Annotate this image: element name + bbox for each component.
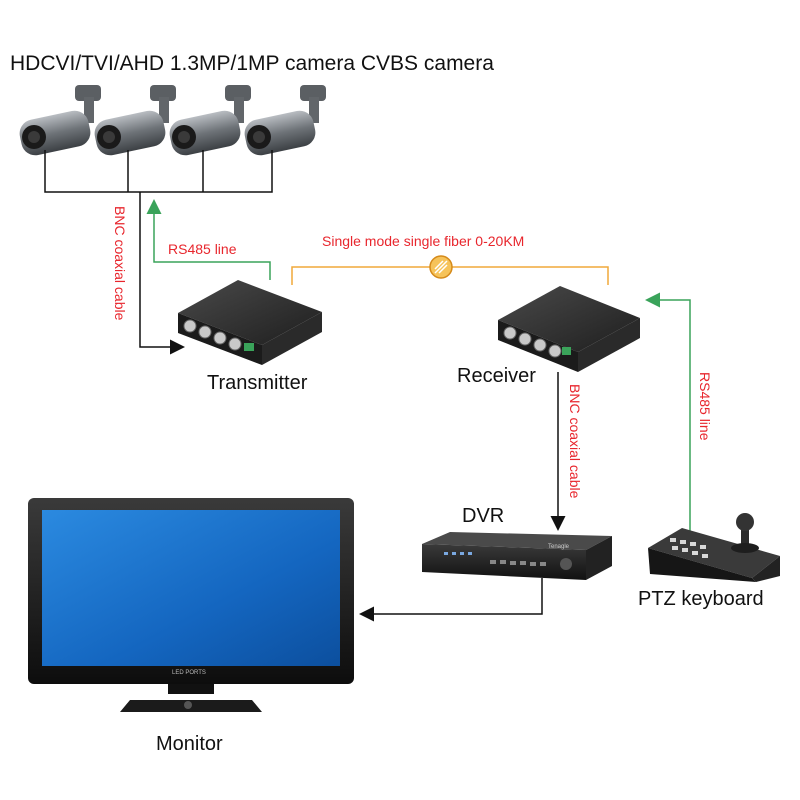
label-dvr: DVR <box>462 505 505 527</box>
monitor-device <box>28 498 354 712</box>
rs485-line-right <box>645 292 691 540</box>
label-monitor: Monitor <box>156 733 223 755</box>
rs485-line-left <box>146 199 271 280</box>
camera-4 <box>244 85 326 156</box>
dvr-device <box>422 532 612 580</box>
bnc-line-left <box>139 192 185 355</box>
camera-bus-lines <box>44 150 273 193</box>
camera-group <box>19 85 326 156</box>
camera-1 <box>19 85 101 156</box>
label-rs485-right: RS485 line <box>697 372 713 441</box>
fiber-icon <box>429 255 453 279</box>
label-ptz-keyboard: PTZ keyboard <box>638 588 764 610</box>
camera-2 <box>94 85 176 156</box>
video-line-monitor <box>359 578 543 622</box>
label-fiber: Single mode single fiber 0-20KM <box>322 233 525 249</box>
transmitter-device <box>178 280 322 365</box>
camera-3 <box>169 85 251 156</box>
label-transmitter: Transmitter <box>207 372 308 394</box>
label-receiver: Receiver <box>457 365 536 387</box>
diagram-title: HDCVI/TVI/AHD 1.3MP/1MP camera CVBS came… <box>10 52 494 75</box>
monitor-brand-label: LED PORTS <box>172 670 206 676</box>
receiver-device <box>498 286 640 372</box>
label-rs485-left: RS485 line <box>168 241 237 257</box>
dvr-brand-label: Tenagle <box>548 544 570 550</box>
label-bnc-left: BNC coaxial cable <box>112 206 128 321</box>
ptz-keyboard-device <box>648 513 780 582</box>
label-bnc-right: BNC coaxial cable <box>567 384 583 499</box>
